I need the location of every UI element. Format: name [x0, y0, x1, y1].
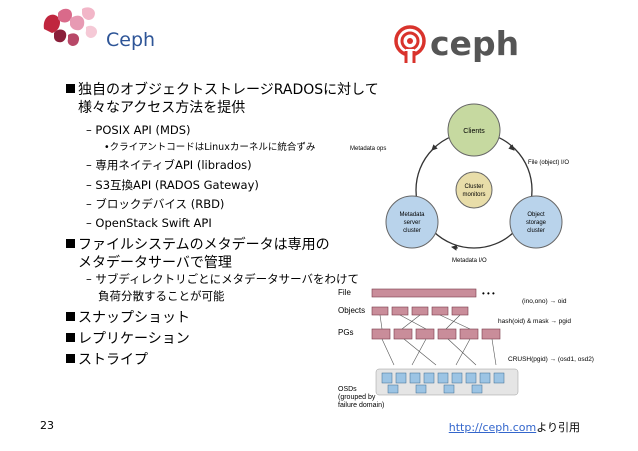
bullet-snapshot: スナップショット [66, 309, 190, 327]
bullet-metadata-cont: メタデータサーバで管理 [78, 255, 232, 271]
square-bullet-icon [66, 354, 75, 363]
metadata-cluster-node [385, 195, 439, 249]
file-dots: • • • [482, 289, 495, 298]
storage-label-1: Object [527, 212, 545, 218]
metadata-label-3: cluster [403, 228, 421, 234]
bullet-rados: 独自のオブジェクトストレージRADOSに対して [66, 81, 379, 99]
slide-title: Ceph [106, 29, 156, 51]
osd-cylinders [375, 368, 519, 396]
metadata-io-label: Metadata I/O [452, 258, 487, 264]
cycle-arrow-2 [508, 144, 515, 151]
objects-label: Objects [338, 306, 365, 315]
file-bar [371, 288, 477, 298]
placement-diagram: File • • • (ino,ono) → oid Objects hash(… [338, 288, 594, 409]
sub-subdir-cont: 負荷分散することが可能 [98, 289, 225, 303]
ceph-logo-text: ceph [430, 24, 520, 63]
monitors-label-2: monitors [462, 192, 485, 198]
osds-label-2: (grouped by [338, 394, 376, 401]
metadata-label-2: server [404, 220, 421, 226]
metadata-label-1: Metadata [399, 212, 425, 218]
pg-arrows [379, 314, 497, 366]
square-bullet-icon [66, 84, 75, 93]
object-bars [371, 306, 469, 316]
credit-suffix: より引用 [536, 421, 580, 434]
clients-node [447, 103, 501, 157]
square-bullet-icon [66, 239, 75, 248]
bullet-rados-cont: 様々なアクセス方法を提供 [78, 100, 246, 116]
square-bullet-icon [66, 333, 75, 342]
blob-shapes-icon [43, 7, 98, 46]
storage-cluster-node [509, 195, 563, 249]
storage-label-2: storage [526, 220, 547, 226]
cluster-diagram: Clients Cluster monitors Metadata server… [350, 103, 569, 264]
cycle-arrow-3 [451, 244, 459, 251]
osds-label-3: failure domain) [338, 402, 384, 409]
osds-label-1: OSDs [338, 386, 357, 393]
bullet-metadata: ファイルシステムのメタデータは専用の [66, 236, 330, 254]
storage-label-3: cluster [527, 228, 545, 234]
decorative-logo [43, 7, 98, 46]
map1-label: (ino,ono) → oid [522, 298, 567, 305]
pgs-label: PGs [338, 328, 354, 337]
metadata-ops-label: Metadata ops [350, 146, 386, 152]
file-io-label: File (object) I/O [528, 160, 569, 166]
page-number: 23 [40, 419, 54, 432]
ceph-link[interactable]: http://ceph.com [448, 421, 537, 434]
map2-label: hash(oid) & mask → pgid [498, 318, 571, 325]
ceph-logo-icon [394, 25, 426, 63]
file-label: File [338, 288, 351, 297]
sub-swift: – OpenStack Swift API [86, 216, 212, 230]
sub-posix: – POSIX API (MDS) [86, 123, 191, 137]
square-bullet-icon [66, 312, 75, 321]
monitors-node [455, 171, 493, 209]
sub-s3: – S3互換API (RADOS Gateway) [86, 178, 259, 192]
sub-subdir: – サブディレクトリごとにメタデータサーバをわけて [86, 272, 359, 286]
monitors-label-1: Cluster [464, 184, 483, 190]
bullet-replication: レプリケーション [66, 330, 190, 348]
source-credit: http://ceph.comより引用 [449, 419, 580, 435]
clients-label: Clients [463, 128, 485, 135]
sub-librados: – 専用ネイティブAPI (librados) [86, 158, 252, 172]
subsub-linux: •クライアントコードはLinuxカーネルに統合ずみ [104, 142, 316, 153]
bullet-stripe: ストライプ [66, 351, 148, 369]
map3-label: CRUSH(pgid) → (osd1, osd2) [508, 356, 594, 363]
cycle-arrow-1 [431, 144, 438, 151]
pg-bars [371, 328, 501, 340]
sub-rbd: – ブロックデバイス (RBD) [86, 197, 225, 211]
